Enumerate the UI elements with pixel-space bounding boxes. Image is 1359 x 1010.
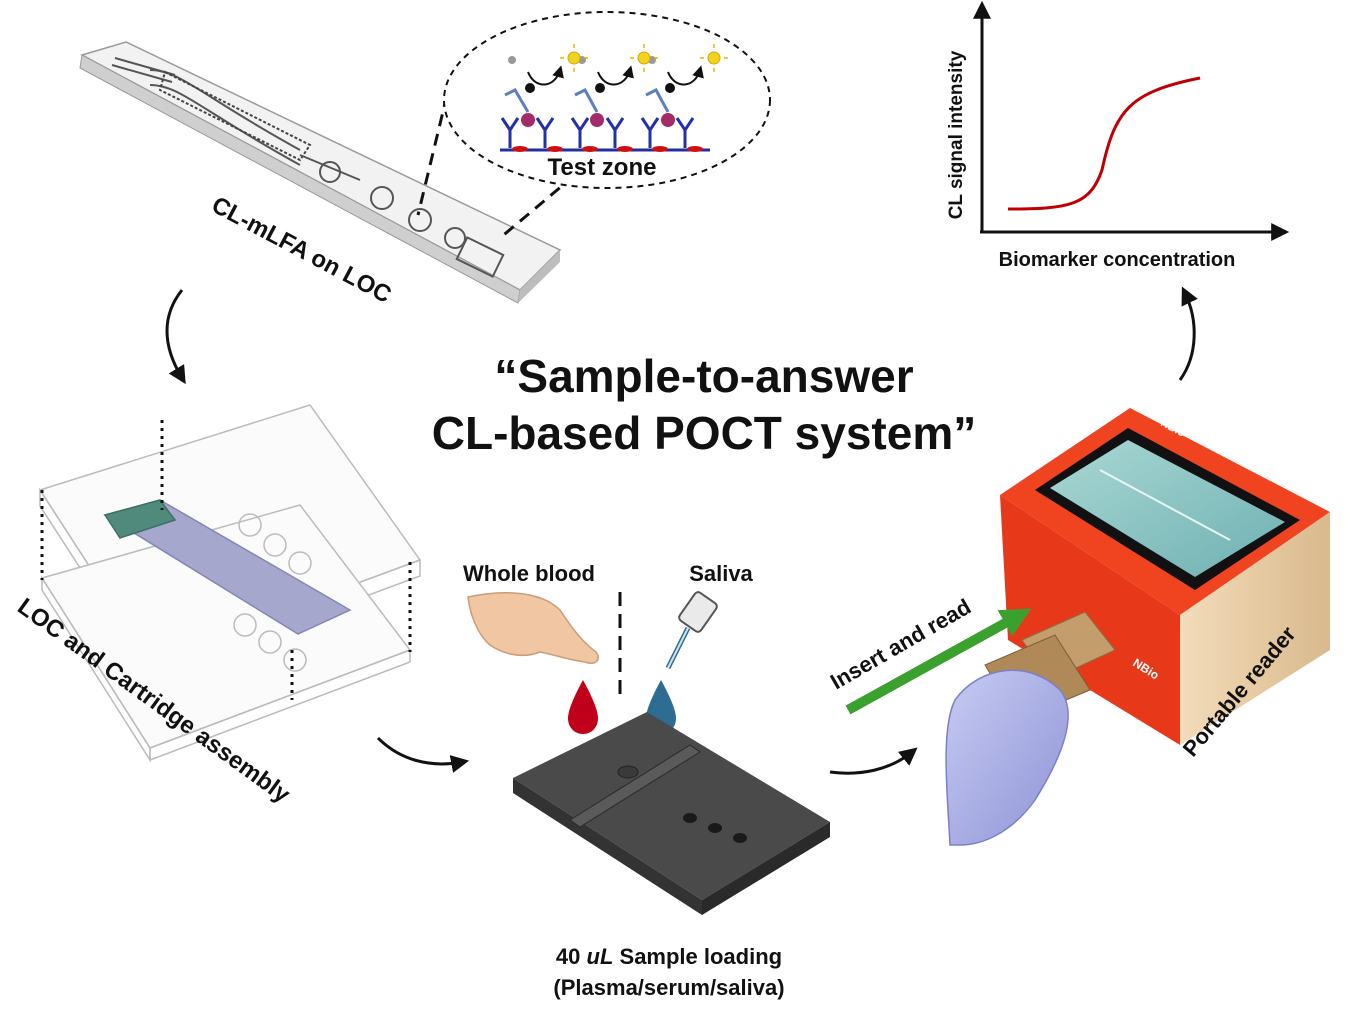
graph-ylabel: CL signal intensity — [946, 50, 967, 219]
signal-curve — [1007, 76, 1201, 211]
insert-arrow-icon — [845, 608, 1032, 715]
test-zone-label: Test zone — [548, 154, 657, 181]
title-line2: CL-based POCT system” — [432, 407, 976, 459]
loc-chip — [79, 41, 562, 304]
portable-reader: NBio NBio — [1000, 408, 1330, 745]
loading-line2: (Plasma/serum/saliva) — [553, 975, 784, 1000]
whole-blood-label: Whole blood — [463, 561, 595, 586]
curved-arrow-icon — [165, 286, 1198, 775]
cartridge-assembly — [38, 404, 422, 763]
loading-line1: 40 uL Sample loading — [556, 944, 782, 969]
signal-graph — [973, 0, 1290, 241]
test-zone-inset — [443, 11, 771, 189]
graph-xlabel: Biomarker concentration — [999, 249, 1236, 271]
finger-icon — [467, 592, 599, 664]
sample-cartridge — [513, 712, 830, 915]
blood-drop-icon — [568, 680, 598, 734]
title-line1: “Sample-to-answer — [494, 350, 913, 402]
zoom-lines — [416, 94, 576, 240]
gloved-hand-with-cartridge — [945, 611, 1116, 846]
assembly-dotted-guides — [40, 420, 412, 700]
saliva-label: Saliva — [689, 561, 753, 586]
dropper-icon — [665, 591, 718, 670]
